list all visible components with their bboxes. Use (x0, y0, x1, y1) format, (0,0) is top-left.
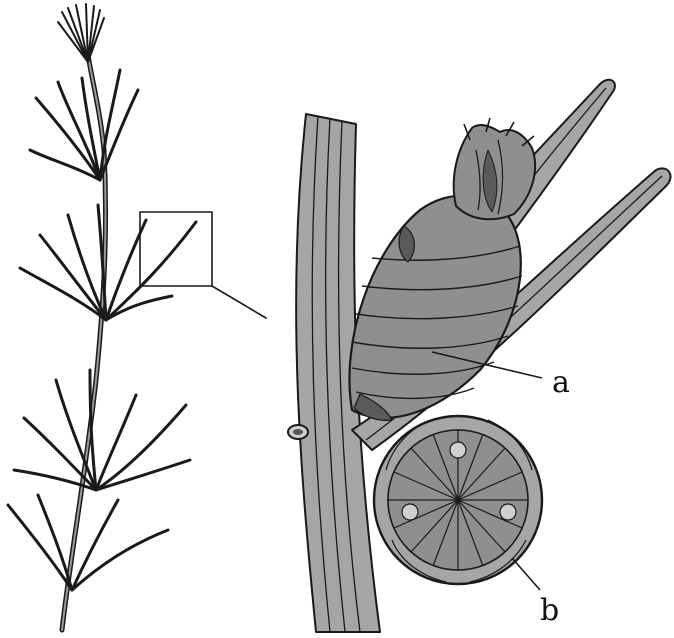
branch-whorl-3 (14, 370, 190, 490)
detail-leader (212, 286, 266, 318)
cone-structure (349, 196, 520, 418)
branch-whorl-1 (30, 70, 138, 180)
enlarged-detail (288, 80, 671, 632)
branch-whorl-4 (8, 495, 168, 590)
whole-plant (8, 4, 266, 630)
apical-tuft (58, 4, 104, 62)
label-b: b (540, 593, 559, 628)
spherical-body (374, 416, 542, 584)
label-a: a (552, 365, 570, 400)
leader-b (512, 558, 540, 590)
